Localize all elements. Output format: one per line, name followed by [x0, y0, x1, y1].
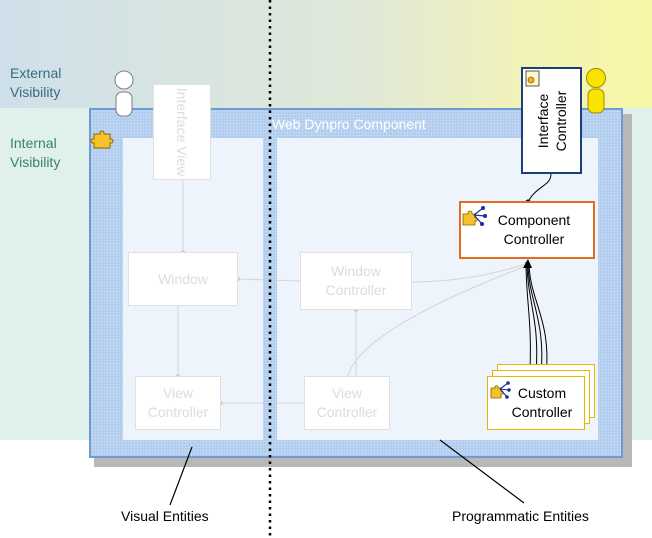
component-controller-box: Component Controller — [459, 201, 595, 259]
viewctrl-compctrl-link — [347, 265, 527, 377]
custom-controller-network-icon — [490, 381, 511, 399]
custom-controller-box: Custom Controller — [487, 376, 585, 430]
programmatic-view-controller-label: View Controller — [316, 385, 378, 420]
window-controller-label: Window Controller — [325, 263, 387, 298]
windowctrl-compctrl-link — [411, 263, 527, 283]
programmatic-caption-pointer — [439, 439, 525, 504]
visual-view-controller-box: View Controller — [135, 376, 221, 430]
custom-link-arrowhead — [523, 259, 532, 268]
external-visibility-label: External Visibility — [10, 65, 62, 100]
ifacectrl-compctrl-link — [527, 173, 552, 203]
window-label: Window — [158, 270, 208, 287]
internal-actor-icon — [114, 70, 134, 117]
external-actor-icon — [586, 68, 606, 114]
interface-doc-icon — [525, 70, 540, 87]
component-controller-label: Component Controller — [497, 212, 571, 247]
programmatic-entities-caption: Programmatic Entities — [452, 508, 589, 524]
component-title: Web Dynpro Component — [272, 116, 426, 132]
programmatic-view-controller-box: View Controller — [304, 376, 390, 430]
window-box: Window — [128, 252, 238, 306]
controller-network-icon — [462, 206, 487, 226]
custom-controller-label: Custom Controller — [511, 385, 573, 420]
puzzle-icon — [90, 130, 114, 149]
custom-to-component-links — [525, 261, 548, 377]
window-controller-box: Window Controller — [300, 252, 412, 310]
internal-visibility-label: Internal Visibility — [10, 135, 61, 170]
visual-view-controller-label: View Controller — [147, 385, 209, 420]
interface-view-label: Interface View — [174, 87, 190, 177]
visual-entities-caption: Visual Entities — [121, 508, 209, 524]
visual-caption-pointer — [169, 446, 193, 506]
interface-view-box: Interface View — [153, 84, 211, 180]
